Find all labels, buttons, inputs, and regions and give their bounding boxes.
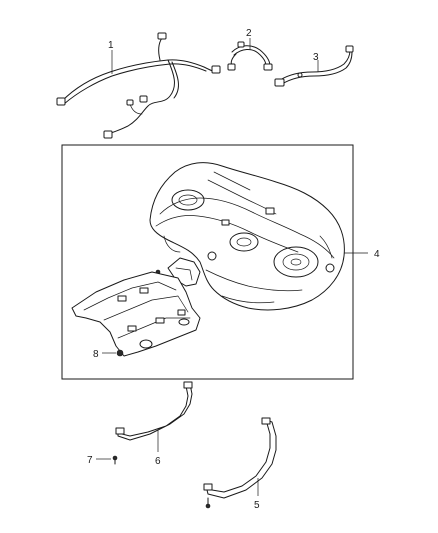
part-4-fuel-tank[interactable] xyxy=(149,162,345,311)
part-6-tank-strap[interactable] xyxy=(115,381,193,441)
part-1-wiring-harness[interactable] xyxy=(56,32,221,139)
callout-6: 6 xyxy=(155,456,161,467)
part-5-tank-strap[interactable] xyxy=(203,417,277,509)
part-8-fastener[interactable] xyxy=(116,349,124,357)
part-3-fuel-line[interactable] xyxy=(274,45,354,87)
callout-7: 7 xyxy=(87,455,93,466)
callout-3: 3 xyxy=(313,52,319,63)
part-7-bolt[interactable] xyxy=(112,455,118,465)
callout-8: 8 xyxy=(93,349,99,360)
heat-shield[interactable] xyxy=(71,271,201,357)
callout-4: 4 xyxy=(374,249,380,260)
callout-2: 2 xyxy=(246,28,252,39)
callout-1: 1 xyxy=(108,40,114,51)
part-2-jumper-harness[interactable] xyxy=(227,41,273,71)
assembly-frame xyxy=(61,144,354,380)
callout-5: 5 xyxy=(254,500,260,511)
